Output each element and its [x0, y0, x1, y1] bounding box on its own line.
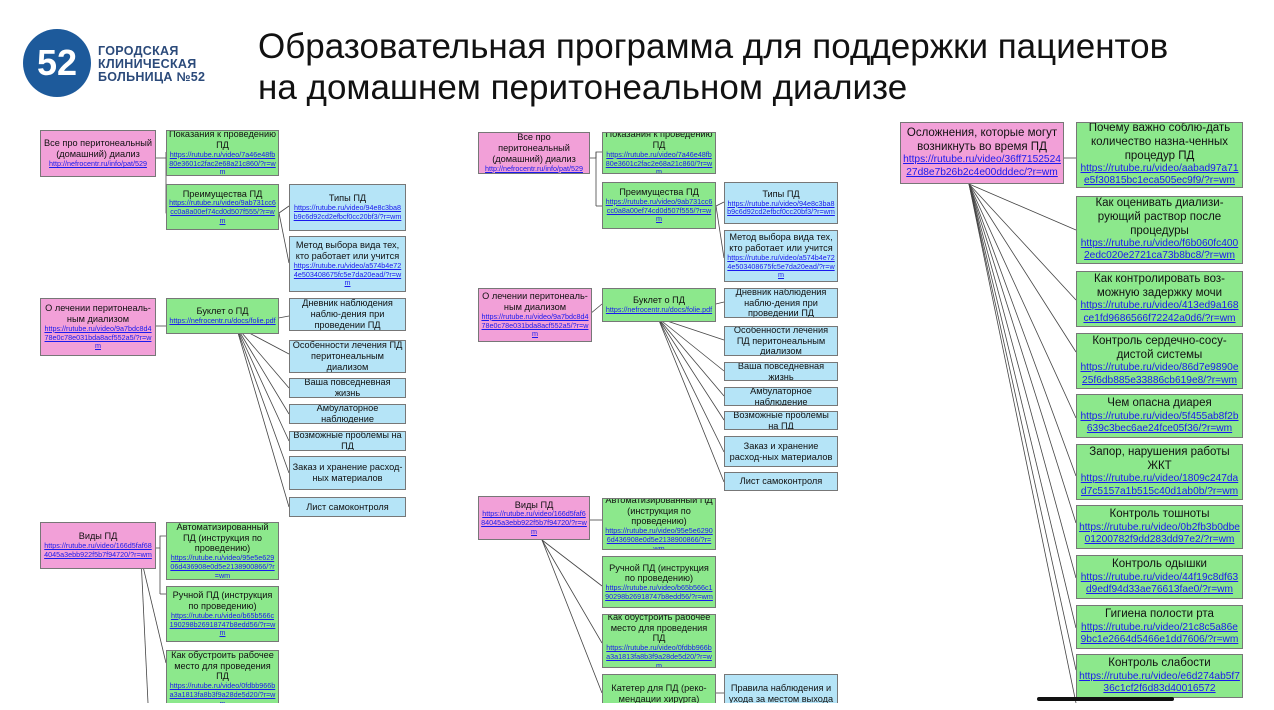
link-workplace[interactable]: https://rutube.ru/video/0fdbb966ba3a1813… — [169, 681, 276, 703]
link-indications[interactable]: https://rutube.ru/video/7a46e48fb80e3601… — [169, 149, 276, 176]
mindmap-left: Все про перитонеальный (домашний) диализ… — [36, 118, 410, 703]
node-workplace: Как обустроить рабочее место для проведе… — [602, 614, 716, 668]
node-booklet-supplies: Заказ и хранение расход-ных материалов — [289, 456, 406, 490]
link-pd-kinds[interactable]: https://rutube.ru/video/166d5faf684045a3… — [44, 541, 152, 559]
node-booklet-problems: Возможные проблемы на ПД — [289, 431, 406, 451]
mindmap-middle: Все про перитонеальный (домашний) диализ… — [472, 118, 842, 703]
link-automated-pd[interactable]: https://rutube.ru/video/95e5e62906d43690… — [605, 526, 713, 550]
link-indications[interactable]: https://rutube.ru/video/7a46e48fb80e3601… — [605, 149, 713, 174]
node-booklet-features: Особенности лечения ПД перитонеальным ди… — [724, 326, 838, 356]
node-booklet: Буклет о ПД https://nefrocentr.ru/docs/f… — [166, 298, 279, 334]
link-pd-types[interactable]: https://rutube.ru/video/94e8c3ba8b9c6d92… — [727, 198, 835, 217]
link-manual-pd[interactable]: https://rutube.ru/video/b65b566c190298b2… — [169, 610, 276, 638]
node-booklet-selfcontrol: Лист самоконтроля — [289, 497, 406, 517]
node-dyspnea: Контроль одышки https://rutube.ru/video/… — [1076, 555, 1243, 599]
node-pd-kinds: Виды ПД https://rutube.ru/video/166d5faf… — [40, 522, 156, 569]
node-urine-retention: Как контролировать воз-можную задержку м… — [1076, 271, 1243, 327]
node-booklet-outpatient: Амбулаторное наблюдение — [289, 404, 406, 424]
node-cardiovascular: Контроль сердечно-сосу-дистой системы ht… — [1076, 333, 1243, 389]
link-automated-pd[interactable]: https://rutube.ru/video/95e5e62906d43690… — [170, 553, 275, 580]
node-pd-treatment: О лечении перитонеаль-ным диализом https… — [478, 288, 592, 342]
node-all-about-pd: Все про перитонеальный (домашний) диализ… — [478, 132, 590, 174]
node-method-choice: Метод выбора вида тех, кто работает или … — [289, 236, 406, 292]
connector-lines — [968, 157, 1077, 703]
node-exit-site-care: Правила наблюдения и ухода за местом вых… — [724, 674, 838, 703]
node-catheter: Катетер для ПД (реко-мендации хирурга) — [602, 674, 716, 703]
page-title: Образовательная программа для поддержки … — [258, 27, 1169, 107]
link-cardiovascular[interactable]: https://rutube.ru/video/86d7e9890e25f6db… — [1080, 362, 1239, 386]
link-weakness[interactable]: https://rutube.ru/video/e6d274ab5f736c1c… — [1079, 670, 1240, 694]
node-pd-kinds: Виды ПД https://rutube.ru/video/166d5faf… — [478, 496, 590, 540]
link-nefrocentr-info[interactable]: http://nefrocentr.ru/info/pat/529 — [485, 163, 583, 173]
node-booklet: Буклет о ПД https://nefrocentr.ru/docs/f… — [602, 288, 716, 322]
link-method-choice[interactable]: https://rutube.ru/video/a574b4e724e50340… — [293, 260, 402, 288]
node-manual-pd: Ручной ПД (инструкция по проведению) htt… — [602, 556, 716, 608]
hospital-logo: 52 — [23, 29, 91, 97]
node-booklet-daily-life: Ваша повседневная жизнь — [724, 362, 838, 381]
link-workplace[interactable]: https://rutube.ru/video/0fdbb966ba3a1813… — [606, 643, 712, 668]
link-pd-types[interactable]: https://rutube.ru/video/94e8c3ba8b9c6d92… — [293, 203, 402, 221]
node-advantages: Преимущества ПД https://rutube.ru/video/… — [166, 184, 279, 230]
node-booklet-selfcontrol: Лист самоконтроля — [724, 472, 838, 491]
node-complications: Осложнения, которые могут возникнуть во … — [900, 122, 1064, 184]
node-solution-assessment: Как оценивать диализи-рующий раствор пос… — [1076, 196, 1243, 264]
link-advantages[interactable]: https://rutube.ru/video/9ab731cc6cc0a8a0… — [605, 196, 713, 224]
link-solution-assessment[interactable]: https://rutube.ru/video/f6b060fc4002edc0… — [1080, 238, 1239, 262]
node-booklet-features: Особенности лечения ПД перитонеальным ди… — [289, 340, 406, 373]
node-automated-pd: Автоматизированный ПД (инструкция по про… — [166, 522, 279, 580]
node-indications: Показания к проведению ПД https://rutube… — [166, 130, 279, 176]
link-oral-hygiene[interactable]: https://rutube.ru/video/21c8c5a86e9bc1e2… — [1080, 621, 1239, 645]
link-advantages[interactable]: https://rutube.ru/video/9ab731cc6cc0a8a0… — [169, 198, 276, 225]
node-advantages: Преимущества ПД https://rutube.ru/video/… — [602, 182, 716, 229]
node-weakness: Контроль слабости https://rutube.ru/vide… — [1076, 654, 1243, 698]
node-booklet-problems: Возможные проблемы на ПД — [724, 411, 838, 430]
node-all-about-pd: Все про перитонеальный (домашний) диализ… — [40, 130, 156, 177]
node-method-choice: Метод выбора вида тех, кто работает или … — [724, 230, 838, 282]
node-indications: Показания к проведению ПД https://rutube… — [602, 132, 716, 174]
node-pd-types: Типы ПД https://rutube.ru/video/94e8c3ba… — [289, 184, 406, 231]
node-pd-treatment: О лечении перитонеаль-ным диализом https… — [40, 298, 156, 356]
link-booklet[interactable]: https://nefrocentr.ru/docs/folie.pdf — [605, 305, 713, 315]
node-manual-pd: Ручной ПД (инструкция по проведению) htt… — [166, 586, 279, 642]
link-urine-retention[interactable]: https://rutube.ru/video/413ed9a168ce1fd9… — [1080, 300, 1239, 324]
home-indicator — [1037, 697, 1174, 701]
link-nefrocentr-info[interactable]: http://nefrocentr.ru/info/pat/529 — [49, 159, 147, 169]
node-procedure-count: Почему важно соблю-дать количество назна… — [1076, 122, 1243, 188]
node-booklet-diary: Дневник наблюдения наблю-дения при прове… — [289, 298, 406, 331]
node-booklet-daily-life: Ваша повседневная жизнь — [289, 378, 406, 398]
mindmap-right: Осложнения, которые могут возникнуть во … — [894, 118, 1250, 703]
node-booklet-outpatient: Амбулаторное наблюдение — [724, 387, 838, 406]
link-pd-treatment[interactable]: https://rutube.ru/video/9a7bdc8d478e0c78… — [481, 311, 589, 339]
link-dyspnea[interactable]: https://rutube.ru/video/44f19c8df63d9edf… — [1080, 571, 1239, 595]
link-diarrhea[interactable]: https://rutube.ru/video/5f455ab8f2b639c3… — [1080, 410, 1239, 434]
link-booklet[interactable]: https://nefrocentr.ru/docs/folie.pdf — [169, 316, 276, 326]
node-nausea: Контроль тошноты https://rutube.ru/video… — [1076, 505, 1243, 549]
node-pd-types: Типы ПД https://rutube.ru/video/94e8c3ba… — [724, 182, 838, 224]
link-constipation[interactable]: https://rutube.ru/video/1809c247dad7c515… — [1080, 473, 1239, 497]
link-procedure-count[interactable]: https://rutube.ru/video/aabad97a71e5f308… — [1080, 163, 1239, 187]
link-pd-treatment[interactable]: https://rutube.ru/video/9a7bdc8d478e0c78… — [44, 323, 152, 351]
node-booklet-supplies: Заказ и хранение расход-ных материалов — [724, 436, 838, 467]
hospital-name: ГОРОДСКАЯ КЛИНИЧЕСКАЯ БОЛЬНИЦА №52 — [98, 44, 206, 84]
svg-text:52: 52 — [37, 42, 77, 83]
link-manual-pd[interactable]: https://rutube.ru/video/b65b566c190298b2… — [605, 583, 713, 601]
node-workplace: Как обустроить рабочее место для проведе… — [166, 650, 279, 703]
node-diarrhea: Чем опасна диарея https://rutube.ru/vide… — [1076, 394, 1243, 438]
node-constipation: Запор, нарушения работы ЖКТ https://rutu… — [1076, 444, 1243, 500]
link-complications[interactable]: https://rutube.ru/video/36ff715252427d8e… — [903, 154, 1061, 178]
node-booklet-diary: Дневник наблюдения наблю-дения при прове… — [724, 288, 838, 318]
link-method-choice[interactable]: https://rutube.ru/video/a574b4e724e50340… — [727, 252, 835, 280]
link-pd-kinds[interactable]: https://rutube.ru/video/166d5faf684045a3… — [481, 509, 587, 536]
node-oral-hygiene: Гигиена полости рта https://rutube.ru/vi… — [1076, 605, 1243, 649]
node-automated-pd: Автоматизированный ПД (инструкция по про… — [602, 498, 716, 550]
link-nausea[interactable]: https://rutube.ru/video/0b2fb3b0dbe01200… — [1079, 521, 1240, 545]
